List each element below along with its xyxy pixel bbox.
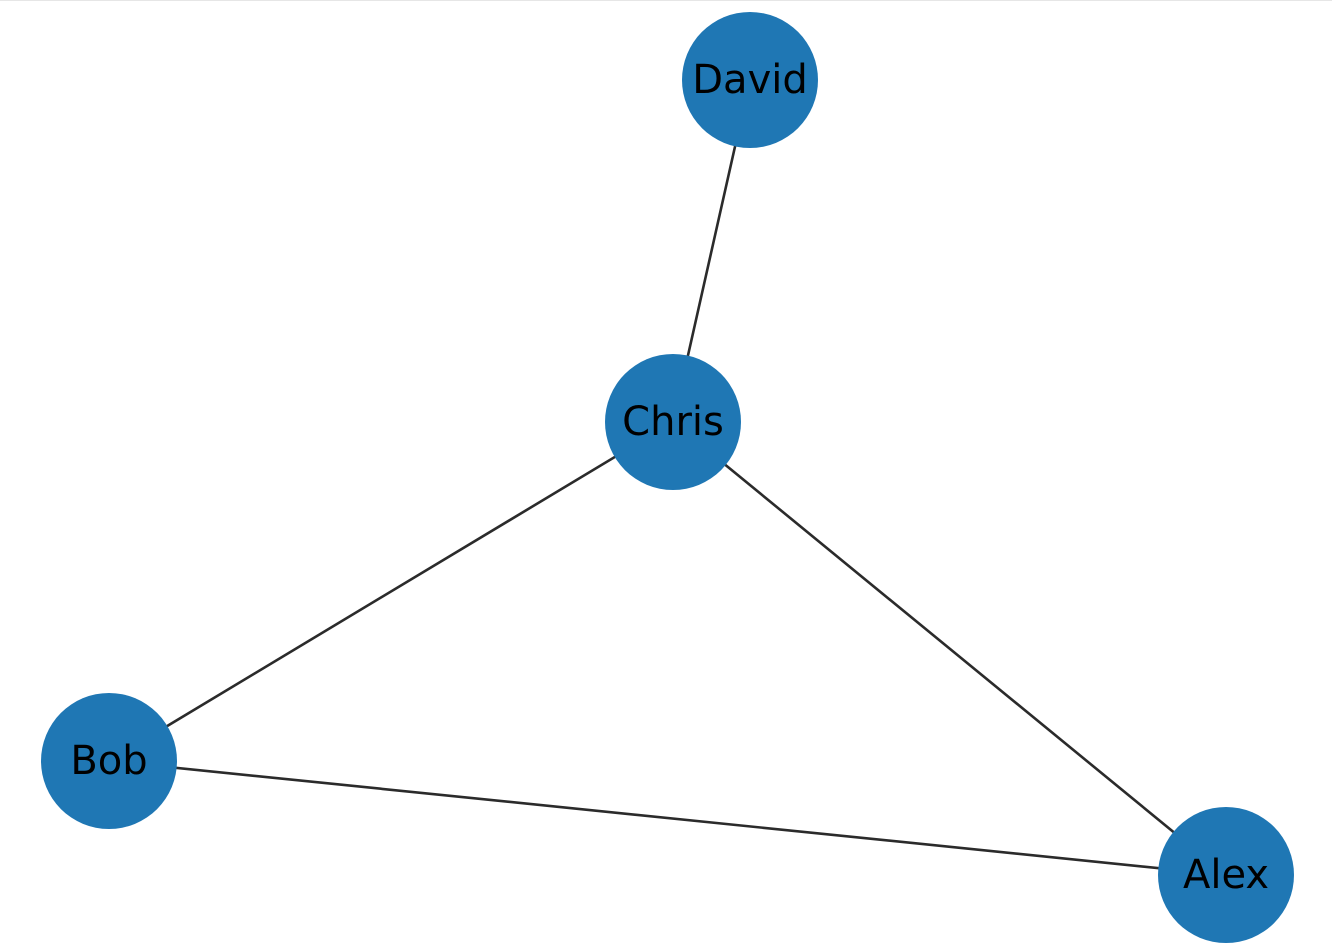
node-circle	[41, 693, 177, 829]
node-label: Alex	[1183, 852, 1269, 898]
node-circle	[682, 12, 818, 148]
node-alex: Alex	[1158, 807, 1294, 943]
node-david: David	[682, 12, 818, 148]
edge-chris-bob	[107, 420, 675, 763]
edge-bob-alex	[107, 759, 1228, 877]
node-chris: Chris	[605, 354, 741, 490]
node-bob: Bob	[41, 693, 177, 829]
node-label: Bob	[70, 738, 147, 784]
node-circle	[605, 354, 741, 490]
node-label: David	[692, 57, 808, 103]
node-circle	[1158, 807, 1294, 943]
edge-chris-alex	[671, 420, 1228, 877]
node-label: Chris	[622, 399, 724, 445]
